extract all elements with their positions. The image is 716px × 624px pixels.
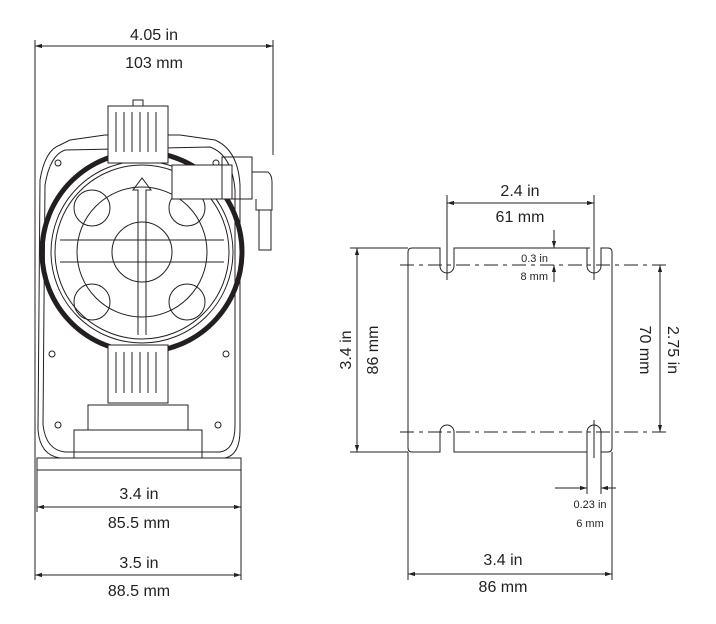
screw-hole <box>48 350 56 358</box>
head-bolt <box>168 283 206 321</box>
suction-valve <box>107 344 169 404</box>
mounting-plate-view: 2.4 in 61 mm 0.3 in 8 mm 3.4 in 86 mm 70… <box>338 183 681 596</box>
plate-height-in: 3.4 in <box>338 330 355 369</box>
pump-head-hub <box>111 221 173 283</box>
plate-width-mm: 86 mm <box>479 579 528 596</box>
slot-width-mm: 6 mm <box>576 518 604 530</box>
slot-spacing-h-in: 2.4 in <box>500 183 539 200</box>
pump-head-inner <box>54 164 230 340</box>
pump-base-upper <box>87 404 189 431</box>
screw-hole <box>222 350 230 358</box>
pump-base <box>73 429 203 459</box>
screw-hole <box>54 421 62 429</box>
screw-hole <box>54 159 62 167</box>
plate-width-in: 3.4 in <box>483 552 522 569</box>
pump-housing <box>37 134 241 459</box>
slot-offset-in: 0.3 in <box>521 253 548 265</box>
slot-spacing-v-mm: 70 mm <box>636 326 653 375</box>
base-width-mm: 88.5 mm <box>108 583 170 600</box>
head-bolt <box>73 283 111 321</box>
slot-offset-mm: 8 mm <box>521 271 549 283</box>
flow-arrow-icon <box>132 177 152 210</box>
head-bolt <box>73 189 111 227</box>
overall-width-in: 4.05 in <box>130 27 178 44</box>
slot-spacing-v-in: 2.75 in <box>664 326 681 374</box>
plate-height-mm: 86 mm <box>365 326 382 375</box>
overall-width-mm: 103 mm <box>125 55 183 72</box>
pump-front-view: 4.05 in 103 mm <box>34 27 274 600</box>
slot-width-in: 0.23 in <box>573 499 606 511</box>
pump-foot <box>36 457 242 471</box>
base-width-in: 3.5 in <box>119 555 158 572</box>
mounting-plate <box>407 247 613 453</box>
pump-head-rib <box>76 186 208 318</box>
discharge-valve <box>107 99 169 164</box>
side-fitting <box>171 156 273 251</box>
body-width-in: 3.4 in <box>119 486 158 503</box>
screw-hole <box>214 421 222 429</box>
body-width-mm: 85.5 mm <box>108 515 170 532</box>
slot-spacing-h-mm: 61 mm <box>496 209 545 226</box>
